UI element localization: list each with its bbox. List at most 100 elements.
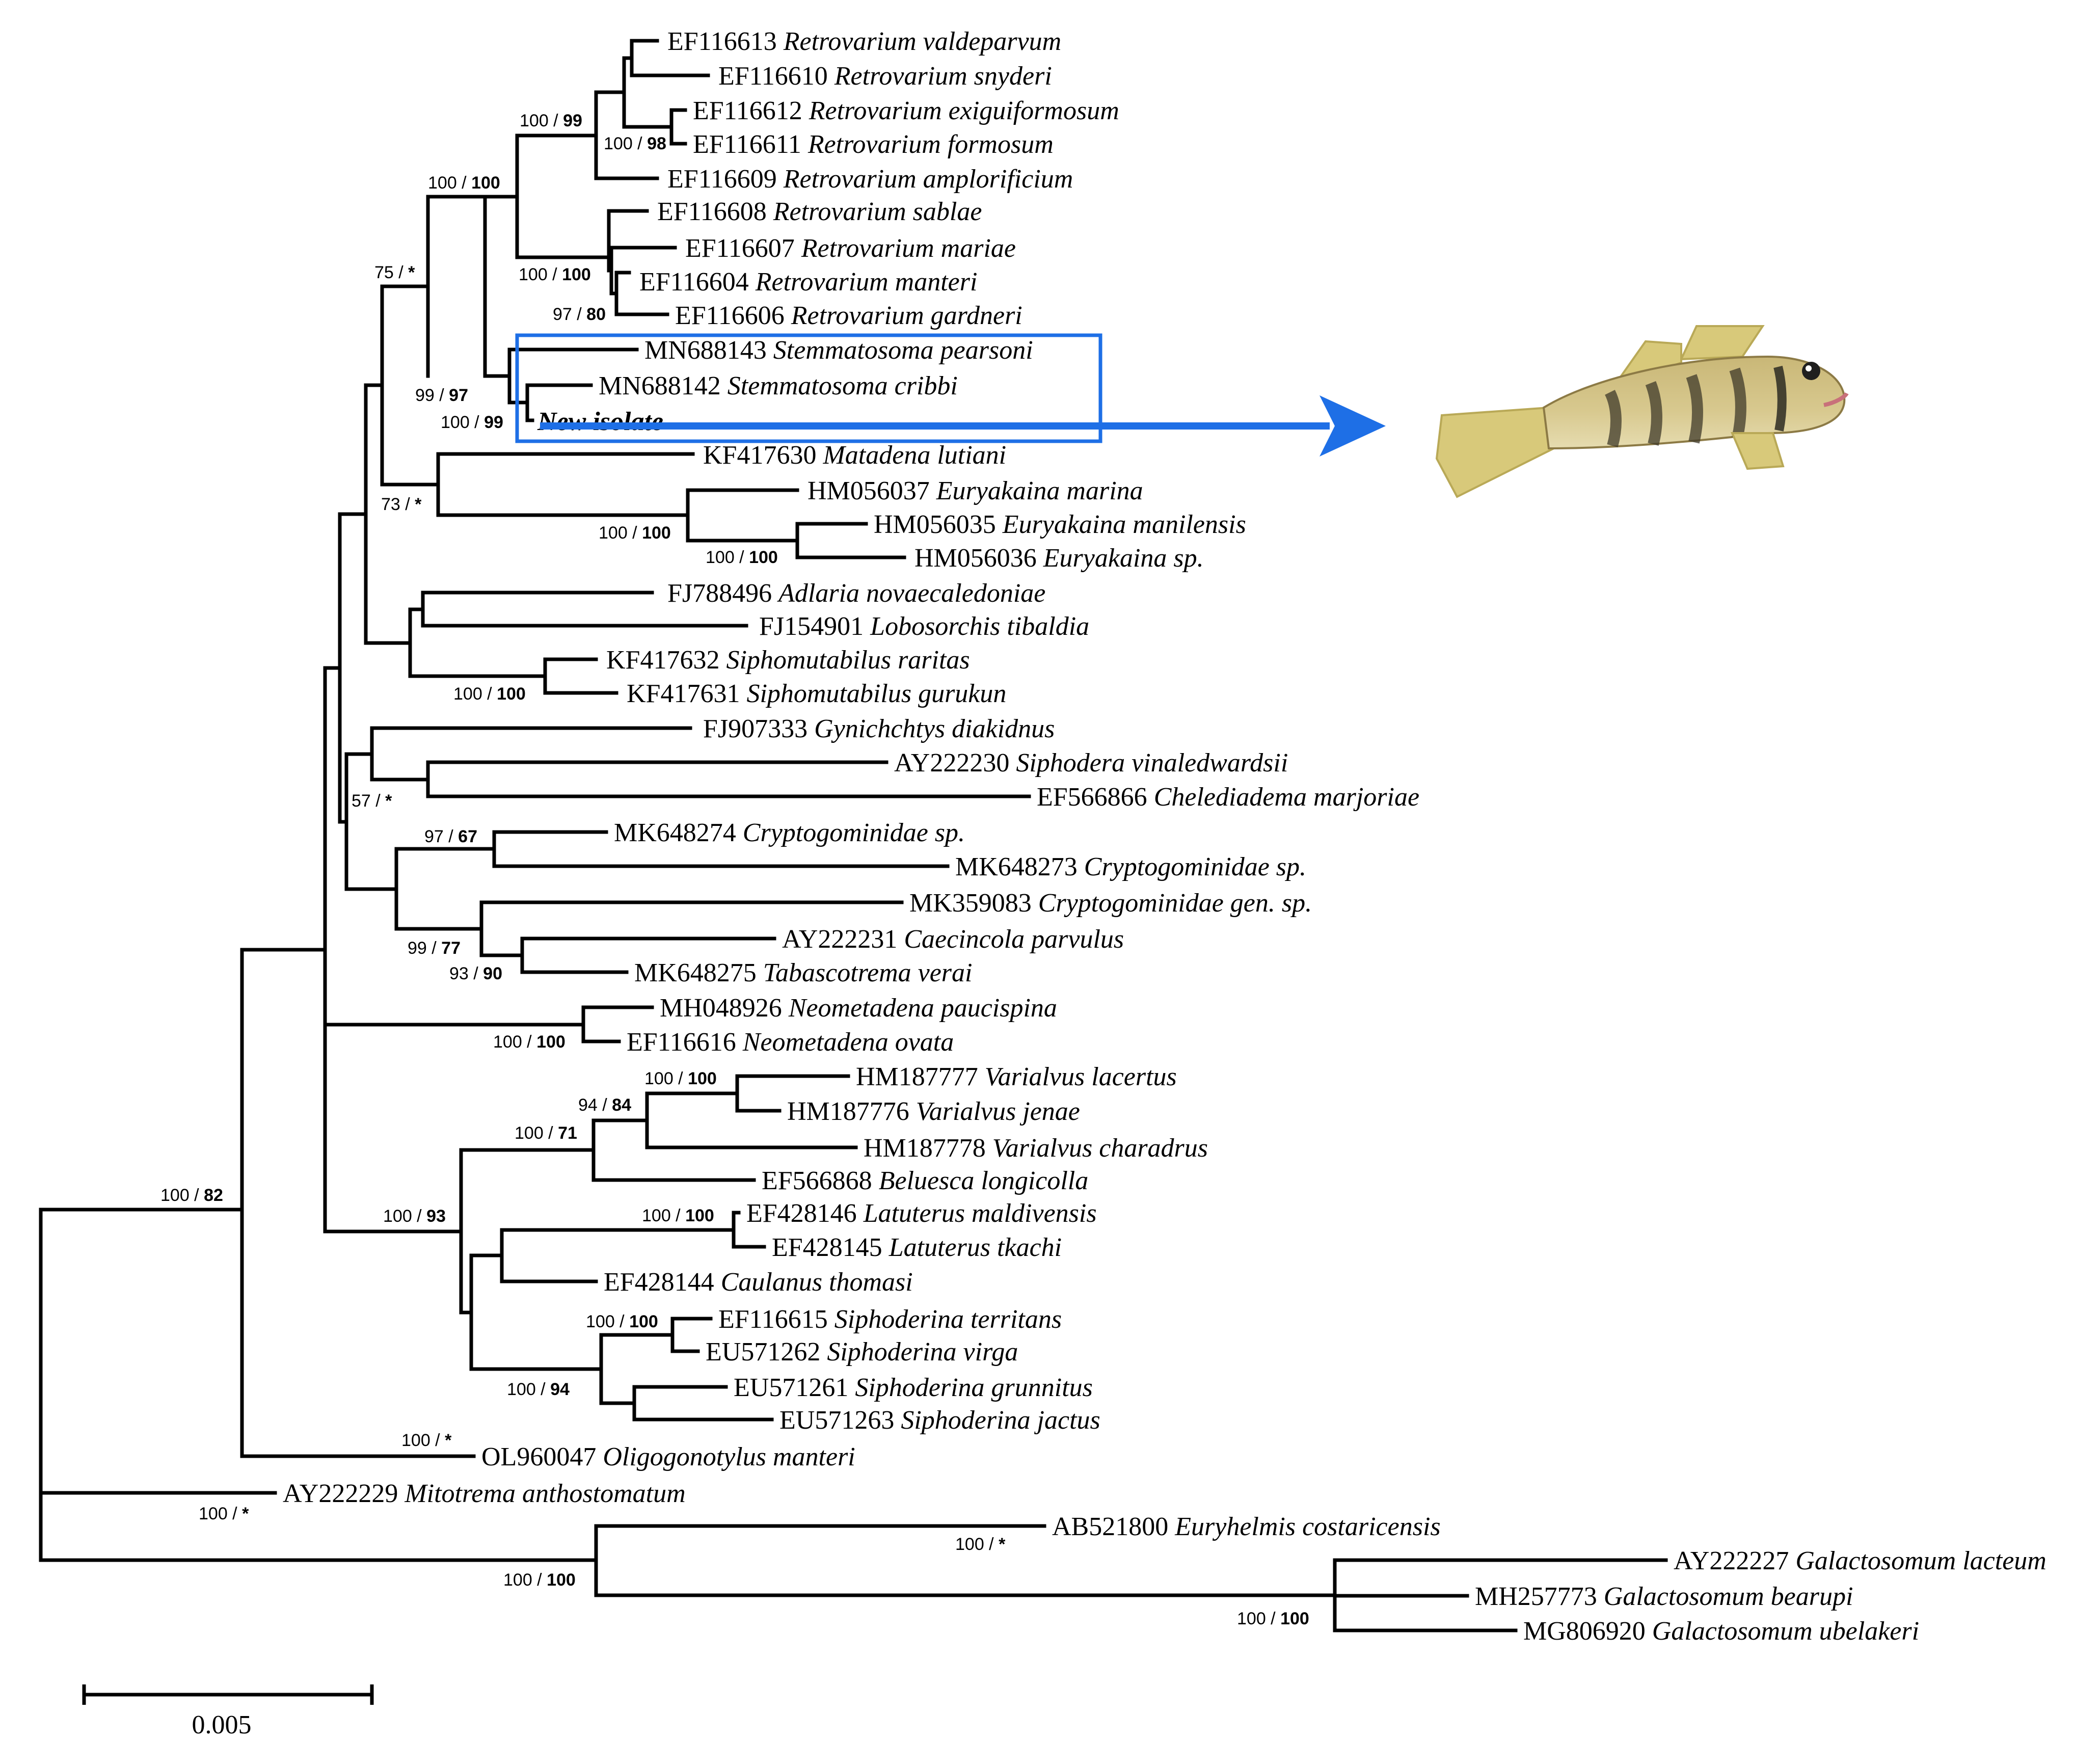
branch bbox=[323, 1023, 585, 1234]
leaf-label: EF566868 Beluesca longicolla bbox=[762, 1166, 1088, 1195]
leaf-label: OL960047 Oligogonotylus manteri bbox=[481, 1442, 855, 1471]
leaf-label: EF116615 Siphoderina territans bbox=[718, 1305, 1062, 1334]
node-support-label: 100 / * bbox=[199, 1504, 249, 1523]
leaf-label: FJ788496 Adlaria novaecaledoniae bbox=[667, 579, 1045, 608]
branch bbox=[364, 383, 412, 645]
leaf-label: KF417630 Matadena lutiani bbox=[703, 441, 1006, 470]
leaf-label: EF428145 Latuterus tkachi bbox=[772, 1233, 1062, 1262]
leaf-label: MN688143 Stemmatosoma pearsoni bbox=[644, 336, 1033, 365]
leaf-label: EF428146 Latuterus maldivensis bbox=[746, 1199, 1097, 1228]
tree-branches bbox=[39, 39, 1668, 1632]
pointer-arrow bbox=[540, 395, 1386, 457]
node-support-label: 100 / 93 bbox=[383, 1207, 446, 1226]
branch bbox=[607, 209, 649, 273]
branch bbox=[338, 512, 368, 824]
leaf-labels: EF116613 Retrovarium valdeparvum EF11661… bbox=[283, 27, 2047, 1646]
leaf-label: MH048926 Neometadena paucispina bbox=[660, 994, 1057, 1023]
node-support-label: 57 / * bbox=[352, 791, 392, 811]
leaf-label: EF116616 Neometadena ovata bbox=[627, 1028, 954, 1057]
node-support-label: 100 / 98 bbox=[604, 134, 666, 153]
branch bbox=[39, 1208, 598, 1562]
node-support-label: 93 / 90 bbox=[449, 964, 502, 983]
leaf-label: EF116604 Retrovarium manteri bbox=[639, 267, 977, 297]
leaf-label: HM187776 Varialvus jenae bbox=[787, 1097, 1080, 1126]
branch bbox=[436, 452, 695, 517]
node-support-label: 99 / 77 bbox=[408, 939, 461, 958]
leaf-label: EU571262 Siphoderina virga bbox=[706, 1337, 1018, 1367]
leaf-label: KF417632 Siphomutabilus raritas bbox=[606, 646, 970, 675]
leaf-label: AY222227 Galactosomum lacteum bbox=[1674, 1546, 2047, 1575]
scale-bar-label: 0.005 bbox=[192, 1710, 252, 1739]
branch bbox=[426, 195, 487, 378]
node-support-label: 97 / 80 bbox=[553, 305, 606, 324]
branch bbox=[686, 488, 799, 543]
leaf-label: KF417631 Siphomutabilus gurukun bbox=[627, 679, 1006, 708]
leaf-label: EF428144 Caulanus thomasi bbox=[604, 1268, 913, 1297]
node-support-values: 100 / 99 100 / 98 100 / 100 75 / * 100 /… bbox=[160, 111, 1309, 1628]
highlight-box bbox=[515, 333, 1102, 443]
node-support-label: 73 / * bbox=[381, 495, 422, 514]
branch bbox=[599, 1333, 675, 1405]
leaf-label: HM056037 Euryakaina marina bbox=[807, 476, 1143, 505]
node-support-label: 97 / 67 bbox=[424, 827, 477, 846]
leaf-label: HM187778 Varialvus charadrus bbox=[864, 1134, 1208, 1163]
scale-bar: 0.005 bbox=[82, 1684, 374, 1739]
leaf-label: MK648274 Cryptogominidae sp. bbox=[614, 818, 965, 847]
leaf-label: AY222230 Siphodera vinaledwardsii bbox=[894, 748, 1288, 778]
leaf-label-new-isolate: New isolate bbox=[537, 407, 663, 436]
leaf-label: HM056035 Euryakaina manilensis bbox=[874, 510, 1246, 539]
branch bbox=[408, 607, 547, 678]
leaf-label: AB521800 Euryhelmis costaricensis bbox=[1052, 1512, 1441, 1541]
leaf-label: EU571263 Siphoderina jactus bbox=[779, 1406, 1100, 1435]
node-support-label: 100 / 100 bbox=[599, 523, 671, 543]
branch bbox=[370, 726, 692, 782]
branch bbox=[591, 1118, 756, 1182]
node-support-label: 99 / 97 bbox=[415, 386, 468, 405]
node-support-label: 100 / 100 bbox=[503, 1570, 576, 1590]
leaf-label: MH257773 Galactosomum bearupi bbox=[1475, 1582, 1853, 1611]
leaf-label: MG806920 Galactosomum ubelakeri bbox=[1523, 1617, 1919, 1646]
goby-fish-illustration bbox=[1435, 325, 1849, 498]
node-support-label: 100 / 71 bbox=[515, 1123, 577, 1143]
branch bbox=[670, 1317, 713, 1353]
node-support-label: 100 / 100 bbox=[519, 265, 591, 284]
node-support-label: 100 / 99 bbox=[441, 413, 503, 432]
leaf-label: EF116610 Retrovarium snyderi bbox=[718, 62, 1052, 91]
branch bbox=[394, 847, 496, 931]
node-support-label: 100 / 94 bbox=[507, 1380, 570, 1399]
node-support-label: 100 / 100 bbox=[493, 1032, 566, 1052]
leaf-label: AY222229 Mitotrema anthostomatum bbox=[283, 1479, 686, 1508]
node-support-label: 100 / 82 bbox=[160, 1186, 223, 1205]
leaf-label: EF116609 Retrovarium amplorificium bbox=[667, 165, 1073, 194]
node-support-label: 100 / 100 bbox=[642, 1206, 714, 1225]
leaf-label: FJ154901 Lobosorchis tibaldia bbox=[759, 612, 1089, 641]
leaf-label: MN688142 Stemmatosoma cribbi bbox=[599, 371, 958, 400]
leaf-label: EF116612 Retrovarium exiguiformosum bbox=[693, 96, 1119, 125]
node-support-label: 75 / * bbox=[374, 263, 415, 282]
branch bbox=[669, 108, 687, 146]
node-support-label: 100 / 100 bbox=[453, 684, 526, 704]
node-support-label: 100 / * bbox=[401, 1431, 452, 1450]
node-support-label: 100 / 100 bbox=[428, 173, 500, 193]
branch bbox=[323, 666, 342, 1027]
node-support-label: 100 / 100 bbox=[1237, 1609, 1309, 1628]
branch bbox=[594, 1524, 1337, 1597]
leaf-label: EF116608 Retrovarium sablae bbox=[657, 197, 982, 226]
node-support-label: 100 / 99 bbox=[520, 111, 582, 130]
node-support-label: 100 / 100 bbox=[586, 1312, 658, 1331]
node-support-label: 100 / 100 bbox=[706, 548, 778, 567]
branch bbox=[483, 195, 519, 378]
node-support-label: 94 / 84 bbox=[578, 1095, 631, 1115]
leaf-label: EF116613 Retrovarium valdeparvum bbox=[667, 27, 1061, 56]
leaf-label: AY222231 Caecincola parvulus bbox=[782, 925, 1124, 954]
leaf-label: MK359083 Cryptogominidae gen. sp. bbox=[909, 889, 1312, 918]
leaf-label: MK648275 Tabascotrema verai bbox=[634, 958, 973, 987]
leaf-label: EF116607 Retrovarium mariae bbox=[685, 234, 1016, 263]
branch bbox=[469, 1253, 603, 1371]
node-support-label: 100 / 100 bbox=[644, 1069, 717, 1088]
leaf-label: HM056036 Euryakaina sp. bbox=[914, 544, 1204, 573]
leaf-label: MK648273 Cryptogominidae sp. bbox=[955, 852, 1306, 881]
leaf-label: HM187777 Varialvus lacertus bbox=[856, 1062, 1177, 1091]
leaf-label: EF566866 Chelediadema marjoriae bbox=[1037, 783, 1419, 812]
